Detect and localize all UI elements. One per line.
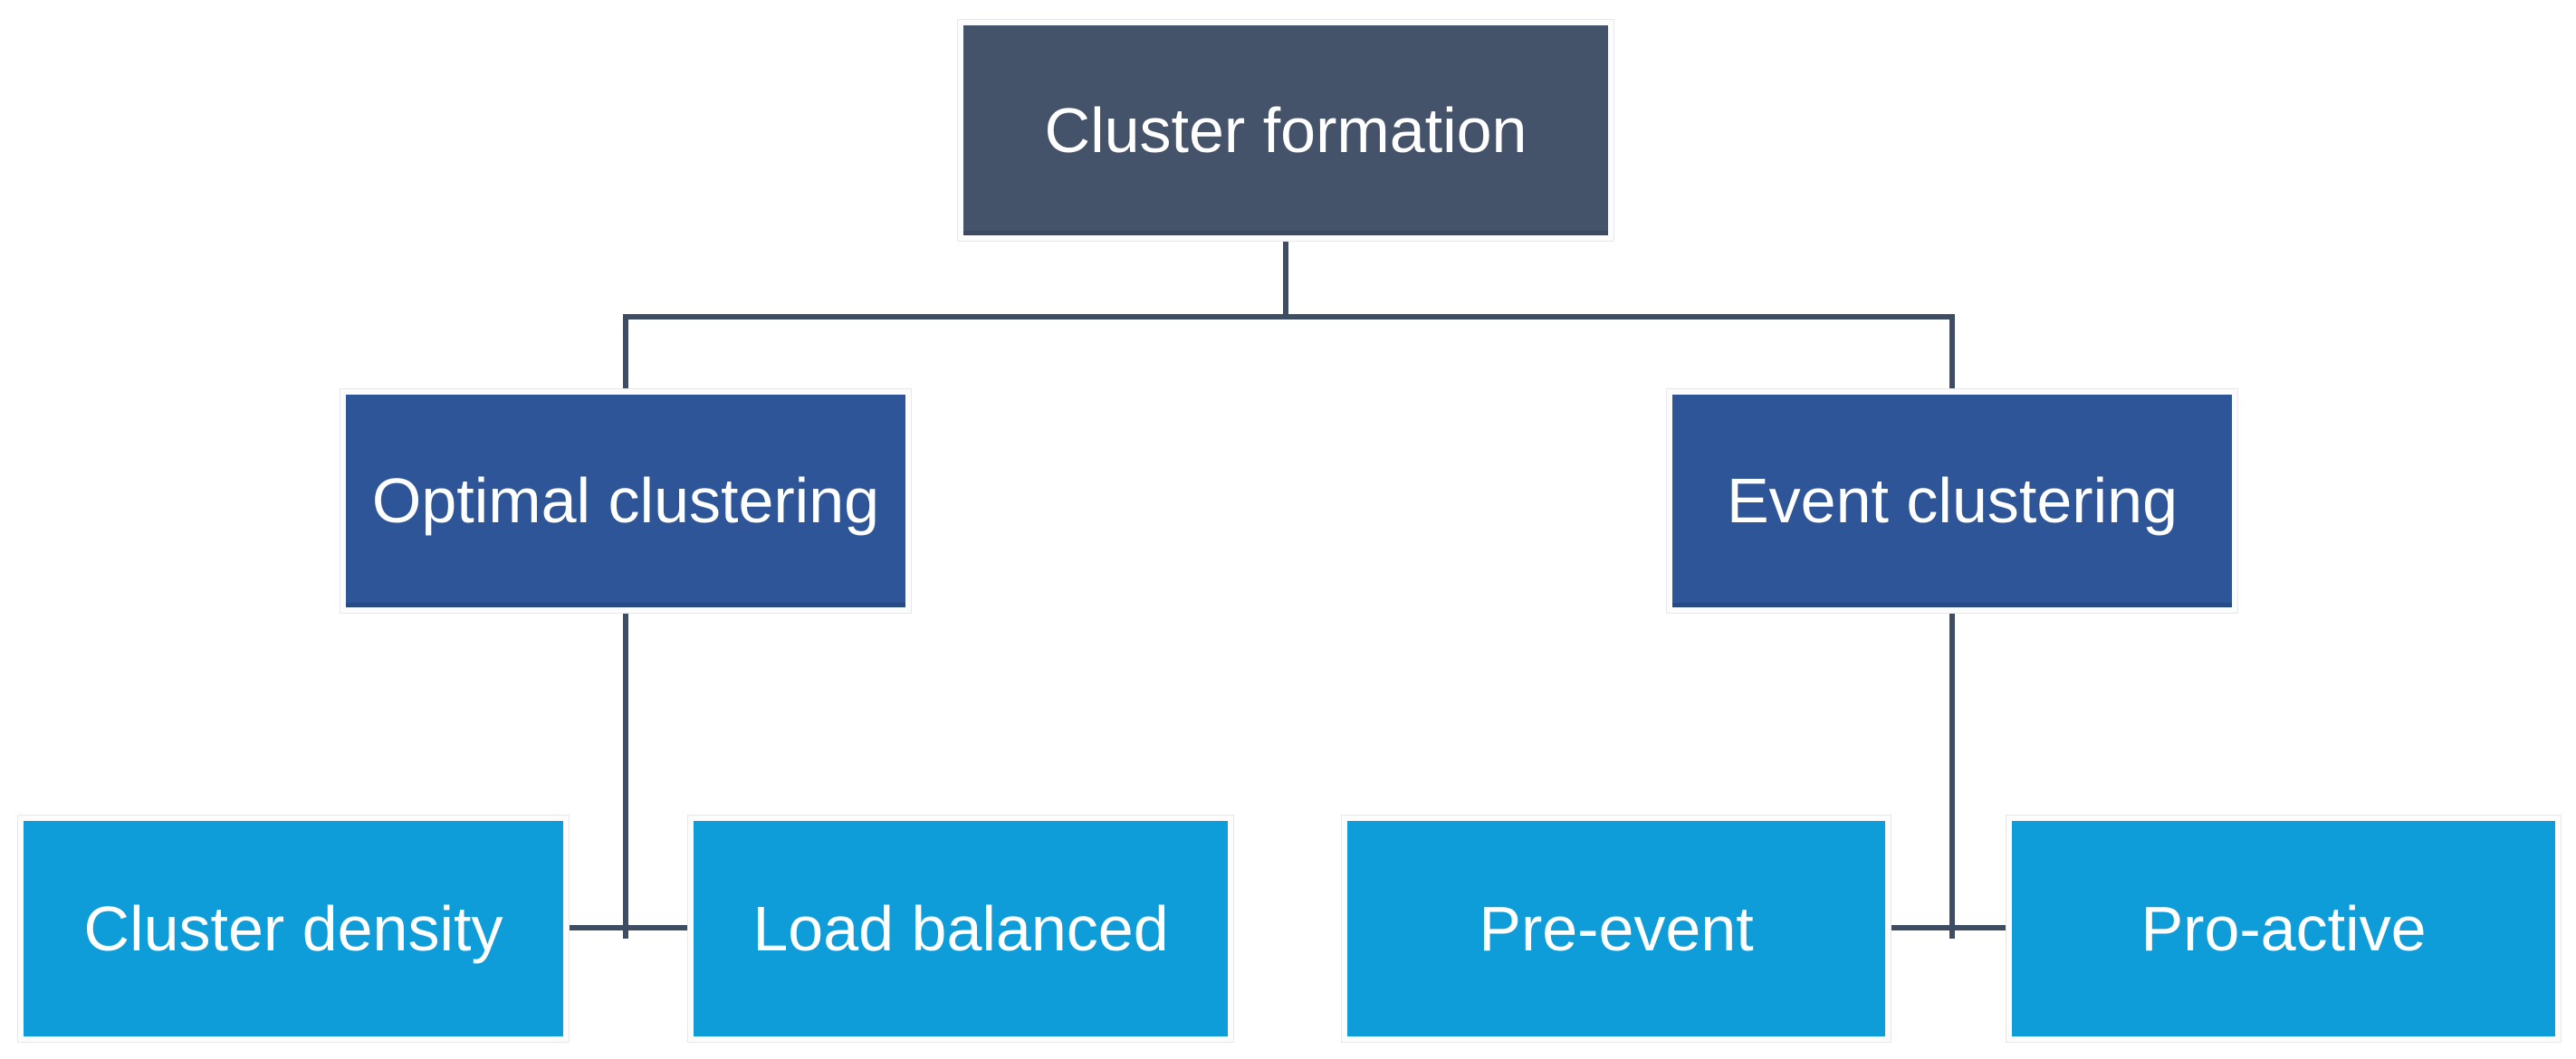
connector-optimal-stem	[623, 611, 628, 939]
node-cluster-formation-label: Cluster formation	[1044, 94, 1527, 166]
node-load-balanced-label: Load balanced	[752, 892, 1169, 964]
node-cluster-density-label: Cluster density	[83, 892, 503, 964]
connector-event-stem	[1949, 611, 1955, 939]
node-optimal-clustering-label: Optimal clustering	[371, 465, 880, 536]
node-event-clustering-label: Event clustering	[1726, 465, 2179, 536]
node-pre-event-label: Pre-event	[1479, 892, 1754, 964]
connector-drop-optimal	[623, 317, 628, 391]
node-pro-active-label: Pro-active	[2140, 892, 2427, 964]
node-event-clustering: Event clustering	[1666, 388, 2238, 614]
node-pro-active: Pro-active	[2006, 815, 2562, 1043]
connector-preevent-proactive-bridge	[1891, 925, 2006, 930]
node-optimal-clustering: Optimal clustering	[340, 388, 912, 614]
connector-density-load-bridge	[569, 925, 688, 930]
connector-level2-crossbar	[623, 314, 1955, 320]
connector-root-stem	[1283, 239, 1288, 317]
node-pre-event: Pre-event	[1341, 815, 1891, 1043]
node-cluster-formation: Cluster formation	[957, 19, 1614, 242]
connector-drop-event	[1949, 317, 1955, 391]
node-cluster-density: Cluster density	[17, 815, 570, 1043]
node-load-balanced: Load balanced	[687, 815, 1234, 1043]
